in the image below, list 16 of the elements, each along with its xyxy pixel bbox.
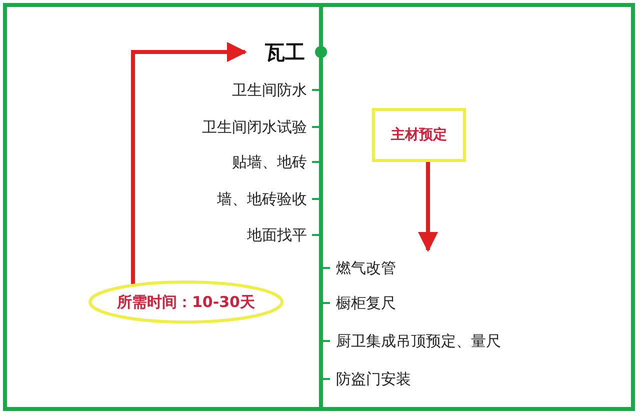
node-text: 主材预定	[391, 126, 447, 144]
task-label: 贴墙、地砖	[232, 152, 307, 172]
task-label: 厨卫集成吊顶预定、量尺	[336, 331, 501, 351]
node-text: 瓦工	[265, 38, 305, 66]
task-label: 地面找平	[247, 225, 307, 245]
task-label: 防盗门安装	[336, 369, 411, 389]
arrow	[418, 162, 438, 252]
task-label: 橱柜复尺	[336, 293, 396, 313]
task-label: 卫生间防水	[232, 80, 307, 100]
task-label: 卫生间闭水试验	[202, 117, 307, 137]
node-text: 所需时间：10-30天	[117, 292, 255, 312]
duration-ellipse	[88, 280, 284, 324]
note-box	[372, 108, 466, 162]
task-label: 燃气改管	[336, 258, 396, 278]
task-label: 墙、地砖验收	[217, 189, 307, 209]
arrow	[131, 42, 247, 286]
